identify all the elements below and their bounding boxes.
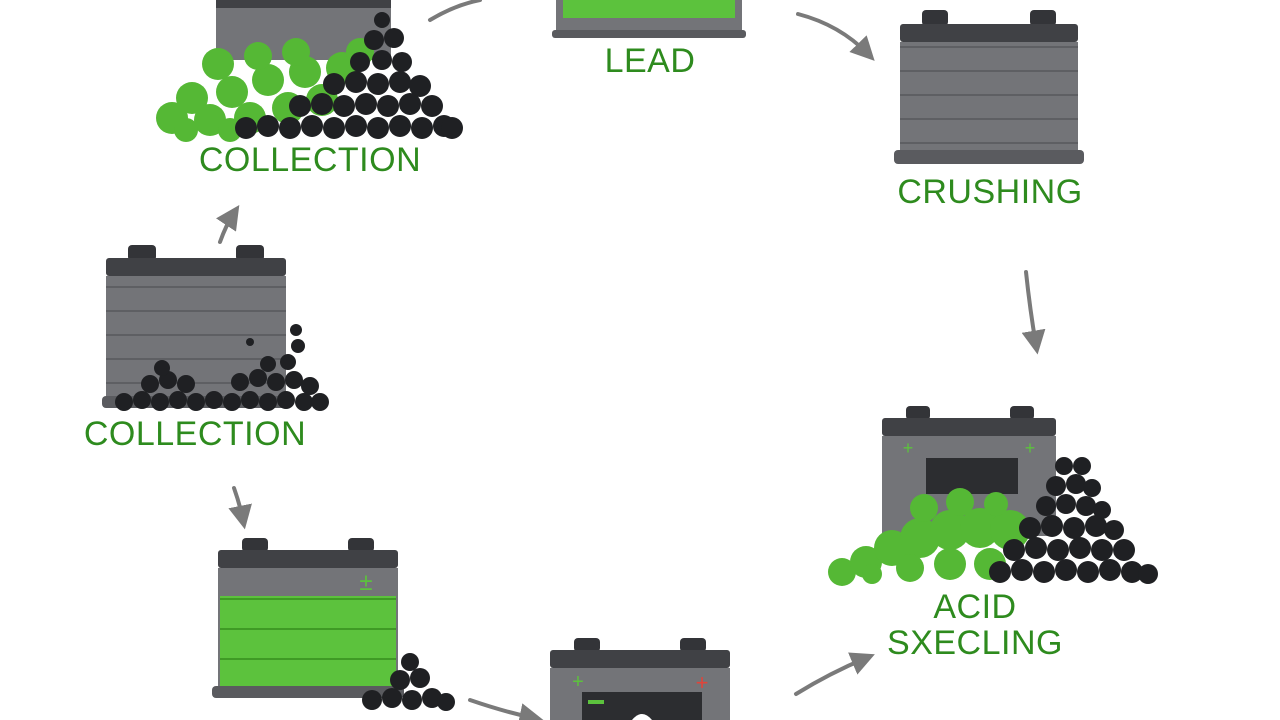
stage-label-acid: ACID SXECLING	[850, 588, 1100, 662]
svg-text:+: +	[903, 438, 914, 458]
stage-label-acid-line2: SXECLING	[887, 623, 1063, 662]
arrow-left-up	[216, 205, 240, 244]
arrow-left-down	[228, 486, 252, 530]
arrow-crushing-to-acid	[1021, 270, 1046, 355]
black-pile-right	[989, 457, 1158, 584]
crushing-battery	[894, 10, 1084, 164]
svg-text:+: +	[1025, 438, 1036, 458]
black-pile-bottom-left	[362, 653, 455, 711]
stage-label-collection-top: COLLECTION	[198, 141, 422, 179]
arrow-lead-to-crushing	[796, 12, 875, 61]
cycle-arrows	[216, 0, 1046, 720]
green-battery-bottom-left: ±	[212, 538, 404, 698]
black-pile-top	[235, 12, 463, 139]
svg-text:+: +	[572, 671, 584, 693]
arrow-collection-to-lead	[428, 0, 482, 22]
arrow-to-bottom-battery	[468, 698, 544, 720]
green-pile-right	[828, 488, 1030, 586]
svg-text:+: +	[696, 670, 709, 695]
black-pile-left	[115, 324, 329, 411]
stage-label-lead: LEAD	[604, 42, 696, 80]
bottom-center-battery: + +	[550, 638, 730, 720]
stage-label-acid-line1: ACID	[933, 588, 1017, 626]
arrow-to-acid-stage	[794, 652, 875, 696]
stage-label-crushing: CRUSHING	[897, 173, 1083, 211]
svg-text:±: ±	[359, 569, 372, 596]
stage-label-collection-left: COLLECTION	[83, 415, 307, 453]
lead-battery	[552, 0, 746, 38]
